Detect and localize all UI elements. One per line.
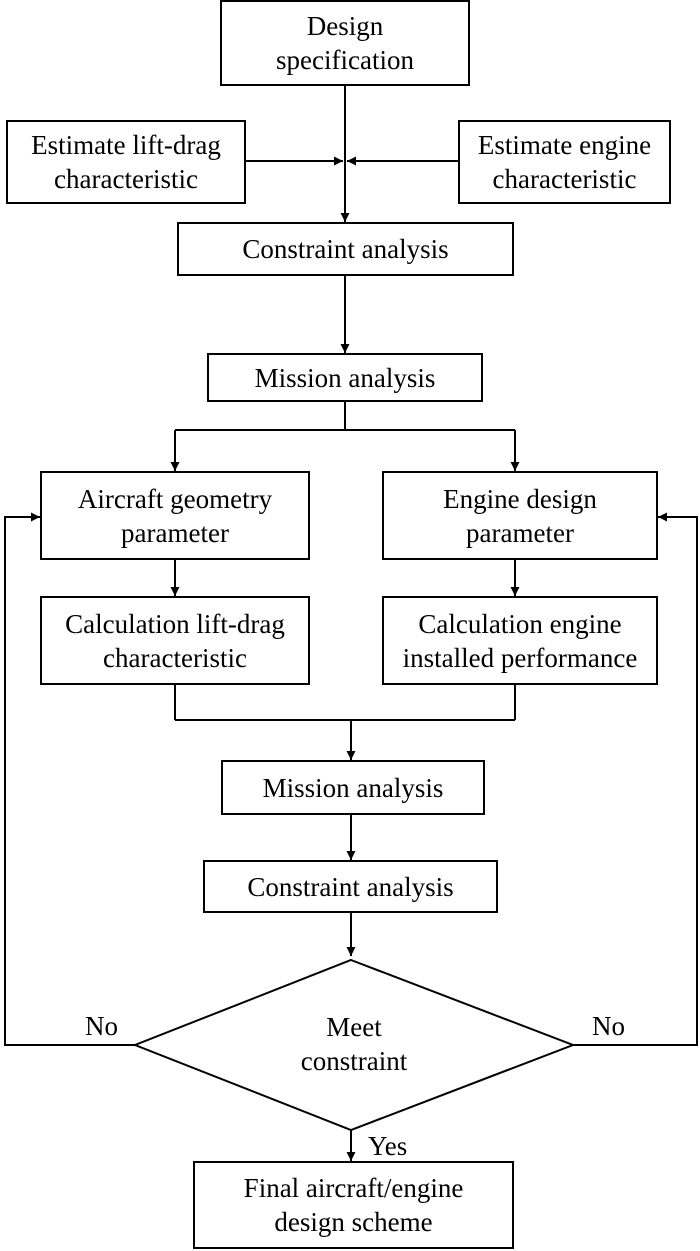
calc-engine-label: Calculation engine installed performance [402,608,638,673]
estimate-engine-label: Estimate engine characteristic [477,130,652,194]
constraint-analysis-node-1: Constraint analysis [177,222,514,276]
meet-constraint-label: Meet constraint [300,1012,408,1076]
aircraft-geometry-node: Aircraft geometry parameter [40,471,310,560]
mission-analysis-node-1: Mission analysis [207,353,483,402]
calc-engine-node: Calculation engine installed performance [382,596,658,685]
final-design-scheme-label: Final aircraft/engine design scheme [243,1173,464,1237]
yes-label: Yes [368,1131,408,1161]
estimate-lift-drag-label: Estimate lift-drag characteristic [31,130,221,194]
mission-analysis-label-1: Mission analysis [254,362,436,393]
calc-lift-drag-node: Calculation lift-drag characteristic [40,596,310,685]
constraint-analysis-node-2: Constraint analysis [203,860,498,913]
estimate-engine-node: Estimate engine characteristic [458,120,671,204]
engine-design-label: Engine design parameter [443,483,597,548]
constraint-analysis-label-1: Constraint analysis [242,234,449,264]
design-specification-node: Design specification [220,0,470,86]
constraint-analysis-label-2: Constraint analysis [247,871,454,902]
no-left-label: No [85,1011,118,1041]
mission-analysis-label-2: Mission analysis [262,772,444,803]
estimate-lift-drag-node: Estimate lift-drag characteristic [6,120,246,204]
aircraft-geometry-label: Aircraft geometry parameter [77,483,273,548]
engine-design-node: Engine design parameter [382,471,658,560]
calc-lift-drag-label: Calculation lift-drag characteristic [65,608,285,673]
design-specification-label: Design specification [276,11,414,75]
no-right-label: No [592,1011,625,1041]
mission-analysis-node-2: Mission analysis [221,760,485,815]
final-design-scheme-node: Final aircraft/engine design scheme [193,1161,514,1249]
